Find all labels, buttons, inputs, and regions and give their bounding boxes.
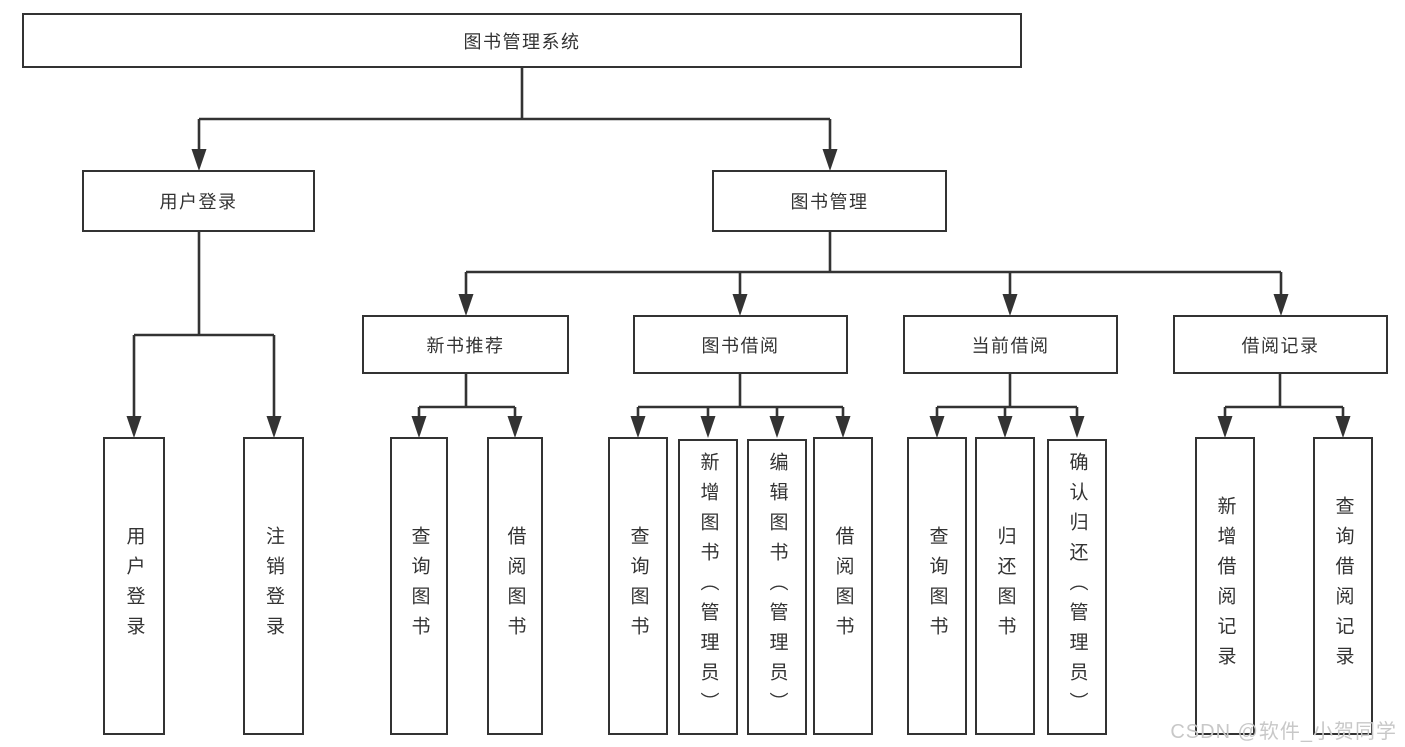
node-book-management: 图书管理 (712, 170, 947, 232)
node-book-borrowing: 图书借阅 (633, 315, 848, 374)
node-new-book-recommendation: 新书推荐 (362, 315, 569, 374)
node-borrowing-records: 借阅记录 (1173, 315, 1388, 374)
leaf-records-query-record: 查询借阅记录 (1313, 437, 1373, 735)
leaf-logout: 注销登录 (243, 437, 304, 735)
leaf-borrowing-borrow-books: 借阅图书 (813, 437, 873, 735)
leaf-recommend-query-books: 查询图书 (390, 437, 448, 735)
node-user-login: 用户登录 (82, 170, 315, 232)
leaf-current-confirm-return-admin: 确认归还（管理员） (1047, 439, 1107, 735)
leaf-current-query-books: 查询图书 (907, 437, 967, 735)
leaf-user-login: 用户登录 (103, 437, 165, 735)
leaf-recommend-borrow-books: 借阅图书 (487, 437, 543, 735)
leaf-borrowing-add-books-admin: 新增图书（管理员） (678, 439, 738, 735)
node-root: 图书管理系统 (22, 13, 1022, 68)
leaf-borrowing-edit-books-admin: 编辑图书（管理员） (747, 439, 807, 735)
leaf-records-add-record: 新增借阅记录 (1195, 437, 1255, 735)
node-current-borrowing: 当前借阅 (903, 315, 1118, 374)
leaf-current-return-books: 归还图书 (975, 437, 1035, 735)
leaf-borrowing-query-books: 查询图书 (608, 437, 668, 735)
